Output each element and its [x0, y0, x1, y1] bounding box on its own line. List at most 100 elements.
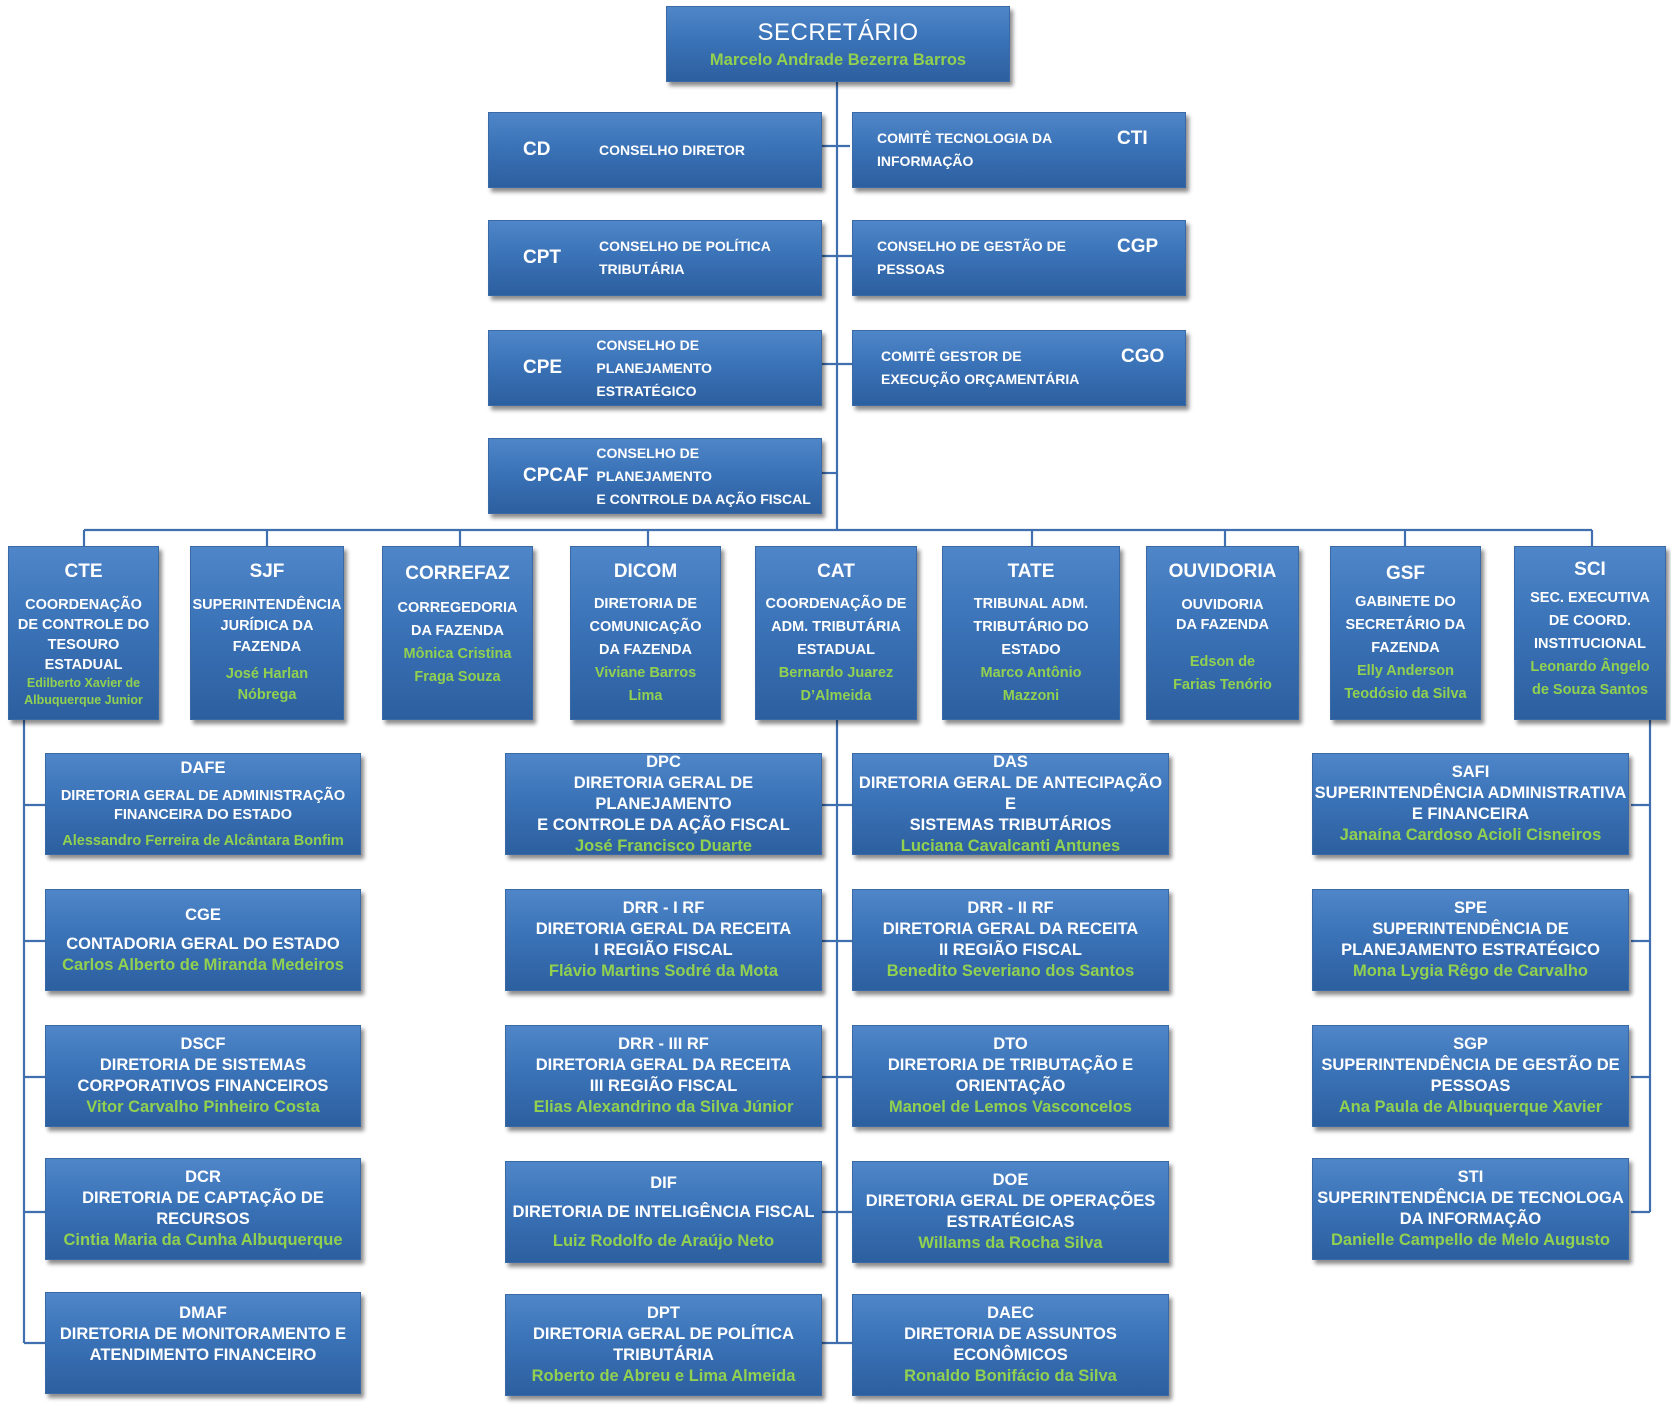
dir-dmaf: DMAF DIRETORIA DE MONITORAMENTO E ATENDI… — [45, 1292, 361, 1394]
dir-name: III REGIÃO FISCAL — [589, 1077, 738, 1095]
dir-name: FINANCEIRA DO ESTADO — [113, 806, 293, 823]
dir-dpt: DPT DIRETORIA GERAL DE POLÍTICA TRIBUTÁR… — [505, 1294, 822, 1396]
unit-dicom: DICOM DIRETORIA DE COMUNICAÇÃO DA FAZEND… — [570, 546, 721, 720]
unit-name: DIRETORIA DE — [593, 596, 698, 612]
unit-name: SEC. EXECUTIVA — [1530, 590, 1650, 606]
dir-person: Ronaldo Bonifácio da Silva — [904, 1367, 1117, 1385]
unit-person: Elly Anderson — [1357, 663, 1454, 679]
dir-code: CGE — [185, 905, 221, 924]
unit-person: Edson de — [1189, 654, 1256, 670]
council-abbr: CGP — [1117, 236, 1159, 257]
dir-name: ESTRATÉGICAS — [946, 1213, 1075, 1231]
unit-abbr: GSF — [1385, 563, 1426, 584]
dir-person: Janaína Cardoso Acioli Cisneiros — [1339, 826, 1602, 844]
unit-person: Leonardo Ângelo — [1530, 659, 1650, 675]
unit-abbr: CAT — [817, 561, 855, 582]
dir-name: DIRETORIA DE SISTEMAS — [99, 1056, 307, 1074]
dir-name: DIRETORIA GERAL DE ANTECIPAÇÃO E — [858, 773, 1163, 813]
dir-doe: DOE DIRETORIA GERAL DE OPERAÇÕES ESTRATÉ… — [852, 1161, 1169, 1263]
unit-name: FAZENDA — [232, 639, 302, 655]
dir-code: DMAF — [179, 1304, 227, 1322]
council-name: E CONTROLE DA AÇÃO FISCAL — [596, 490, 811, 507]
council-abbr: CPCAF — [523, 465, 589, 486]
dir-name: TRIBUTÁRIA — [613, 1346, 714, 1364]
unit-name: TRIBUNAL ADM. — [973, 596, 1089, 612]
unit-person: Lima — [628, 688, 663, 704]
dir-name: SUPERINTENDÊNCIA DE GESTÃO DE — [1321, 1056, 1620, 1074]
dir-spe: SPE SUPERINTENDÊNCIA DE PLANEJAMENTO EST… — [1312, 889, 1629, 991]
dir-code: STI — [1457, 1168, 1484, 1186]
dir-name: SUPERINTENDÊNCIA DE TECNOLOGA — [1317, 1189, 1624, 1207]
unit-name: DE COORD. — [1548, 613, 1632, 629]
unit-name: DA FAZENDA — [1176, 617, 1269, 633]
dir-person: Flávio Martins Sodré da Mota — [548, 962, 779, 980]
unit-tate: TATE TRIBUNAL ADM. TRIBUTÁRIO DO ESTADO … — [942, 546, 1120, 720]
dir-person: Mona Lygia Rêgo de Carvalho — [1352, 962, 1588, 980]
dir-name: DIRETORIA DE ASSUNTOS — [904, 1325, 1117, 1343]
dir-code: DRR - I RF — [622, 899, 705, 917]
dir-name: SUPERINTENDÊNCIA ADMINISTRATIVA — [1314, 784, 1627, 802]
council-name: CONSELHO DE POLÍTICA — [599, 238, 771, 254]
dir-code: DAFE — [180, 758, 226, 777]
council-name: TRIBUTÁRIA — [599, 261, 685, 277]
council-abbr: CD — [523, 139, 551, 160]
unit-person: Mônica Cristina — [403, 646, 512, 662]
council-name: CONSELHO DIRETOR — [599, 141, 745, 158]
dir-dto: DTO DIRETORIA DE TRIBUTAÇÃO E ORIENTAÇÃO… — [852, 1025, 1169, 1127]
dir-code: DAEC — [987, 1304, 1034, 1322]
dir-name: E FINANCEIRA — [1411, 805, 1530, 823]
council-cti: COMITÊ TECNOLOGIA DA INFORMAÇÃO CTI — [852, 112, 1186, 188]
dir-name: DIRETORIA GERAL DE PLANEJAMENTO — [573, 773, 754, 813]
dir-sti: STI SUPERINTENDÊNCIA DE TECNOLOGA DA INF… — [1312, 1158, 1629, 1260]
unit-person: Viviane Barros — [594, 665, 697, 681]
dir-name: E CONTROLE DA AÇÃO FISCAL — [537, 815, 790, 834]
council-cgo: COMITÊ GESTOR DE EXECUÇÃO ORÇAMENTÁRIA C… — [852, 330, 1186, 406]
dir-name: ATENDIMENTO FINANCEIRO — [89, 1346, 317, 1364]
dir-code: DPC — [646, 752, 681, 771]
unit-name: ESTADUAL — [797, 642, 875, 658]
dir-person: Luiz Rodolfo de Araújo Neto — [552, 1231, 775, 1250]
council-abbr: CPT — [523, 247, 561, 268]
unit-name: ADM. TRIBUTÁRIA — [771, 619, 901, 635]
dir-name: DIRETORIA DE MONITORAMENTO E — [59, 1325, 347, 1343]
dir-code: DPT — [647, 1304, 680, 1322]
dir-name: DIRETORIA GERAL DE ADMINISTRAÇÃO — [60, 787, 346, 804]
dir-name: ECONÔMICOS — [953, 1346, 1068, 1364]
unit-name: DA FAZENDA — [599, 642, 692, 658]
council-name: PESSOAS — [877, 261, 945, 277]
unit-abbr: CTE — [64, 561, 103, 582]
dir-name: DIRETORIA GERAL DA RECEITA — [535, 1056, 792, 1074]
dir-das: DAS DIRETORIA GERAL DE ANTECIPAÇÃO E SIS… — [852, 753, 1169, 855]
dir-name: II REGIÃO FISCAL — [938, 941, 1082, 959]
unit-name: INSTITUCIONAL — [1534, 636, 1646, 652]
dir-name: DIRETORIA GERAL DA RECEITA — [535, 920, 792, 938]
dir-person: José Francisco Duarte — [575, 836, 752, 855]
council-name: COMITÊ GESTOR DE — [881, 348, 1022, 364]
council-name: INFORMAÇÃO — [877, 153, 974, 169]
council-cgp: CONSELHO DE GESTÃO DE PESSOAS CGP — [852, 220, 1186, 296]
dir-name: DIRETORIA DE CAPTAÇÃO DE — [82, 1189, 324, 1207]
council-name: COMITÊ TECNOLOGIA DA — [877, 130, 1053, 146]
unit-name: SUPERINTENDÊNCIA — [192, 597, 342, 613]
council-abbr: CTI — [1117, 128, 1148, 149]
dir-person: Manoel de Lemos Vasconcelos — [888, 1098, 1132, 1116]
council-abbr: CPE — [523, 357, 563, 378]
unit-sci: SCI SEC. EXECUTIVA DE COORD. INSTITUCION… — [1514, 546, 1666, 720]
dir-name: PESSOAS — [1430, 1077, 1511, 1095]
council-abbr: CGO — [1121, 346, 1165, 367]
dir-name: DIRETORIA DE INTELIGÊNCIA FISCAL — [512, 1202, 815, 1221]
dir-code: SPE — [1453, 899, 1488, 917]
dir-cge: CGE CONTADORIA GERAL DO ESTADO Carlos Al… — [45, 889, 361, 991]
dir-dpc: DPC DIRETORIA GERAL DE PLANEJAMENTO E CO… — [505, 753, 822, 855]
unit-name: GABINETE DO — [1355, 594, 1456, 610]
unit-abbr: TATE — [1007, 561, 1055, 582]
dir-name: I REGIÃO FISCAL — [594, 941, 733, 959]
council-cpt: CPT CONSELHO DE POLÍTICA TRIBUTÁRIA — [488, 220, 822, 296]
council-cpe: CPE CONSELHO DE PLANEJAMENTO ESTRATÉGICO — [488, 330, 822, 406]
dir-safi: SAFI SUPERINTENDÊNCIA ADMINISTRATIVA E F… — [1312, 753, 1629, 855]
dir-name: SUPERINTENDÊNCIA DE — [1372, 920, 1569, 938]
dir-dscf: DSCF DIRETORIA DE SISTEMAS CORPORATIVOS … — [45, 1025, 361, 1127]
dir-dafe: DAFE DIRETORIA GERAL DE ADMINISTRAÇÃO FI… — [45, 753, 361, 855]
unit-name: DE CONTROLE DO — [17, 617, 150, 633]
